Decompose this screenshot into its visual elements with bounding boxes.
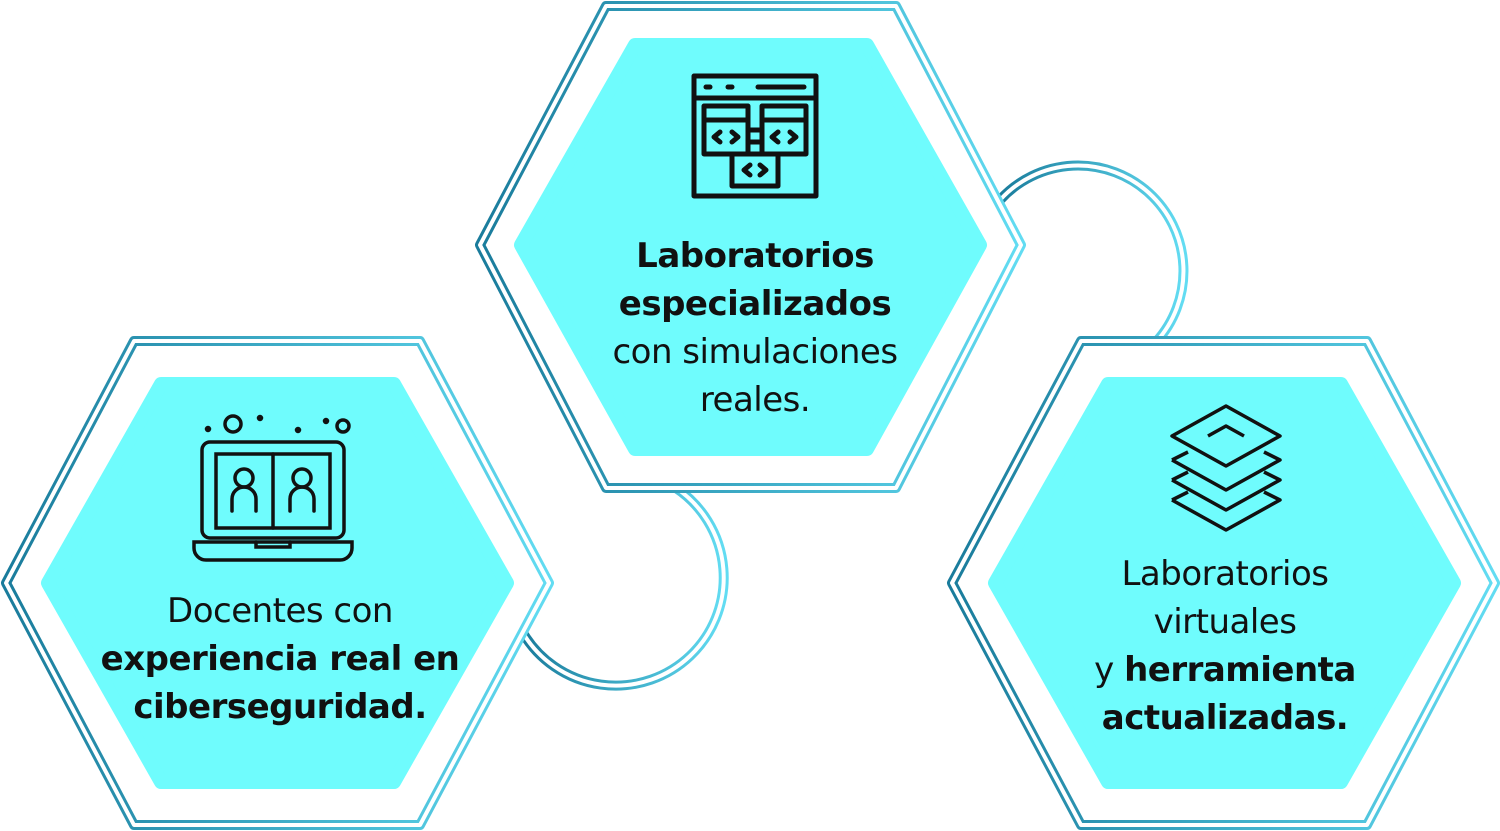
card-left-line2: experiencia real en — [100, 639, 460, 679]
card-left-text: Docentes con experiencia real en ciberse… — [80, 587, 480, 731]
card-right-line1: Laboratorios — [1121, 554, 1329, 594]
hexagon-left — [1, 336, 554, 830]
card-right-line3-prefix: y — [1094, 650, 1125, 690]
card-top-line3: con simulaciones — [612, 332, 898, 372]
laptop-video-call-icon — [192, 414, 354, 562]
card-left-line1: Docentes con — [167, 591, 393, 631]
hexagon-right — [947, 336, 1500, 830]
card-right-line4: actualizadas. — [1101, 698, 1349, 738]
card-top-line4: reales. — [699, 380, 811, 420]
connector-left — [518, 483, 729, 691]
card-top-text: Laboratorios especializados con simulaci… — [560, 232, 950, 424]
hexagon-top — [475, 1, 1026, 493]
connector-right — [996, 160, 1189, 346]
card-right-text: Laboratorios virtuales y herramienta act… — [1030, 550, 1420, 742]
card-left-line3: ciberseguridad. — [133, 687, 427, 727]
card-right-line2: virtuales — [1153, 602, 1297, 642]
card-top-line2: especializados — [618, 284, 892, 324]
card-right-line3-bold: herramienta — [1124, 650, 1356, 690]
code-windows-icon — [691, 73, 819, 199]
card-top-line1: Laboratorios — [636, 236, 874, 276]
layers-icon — [1170, 404, 1282, 532]
